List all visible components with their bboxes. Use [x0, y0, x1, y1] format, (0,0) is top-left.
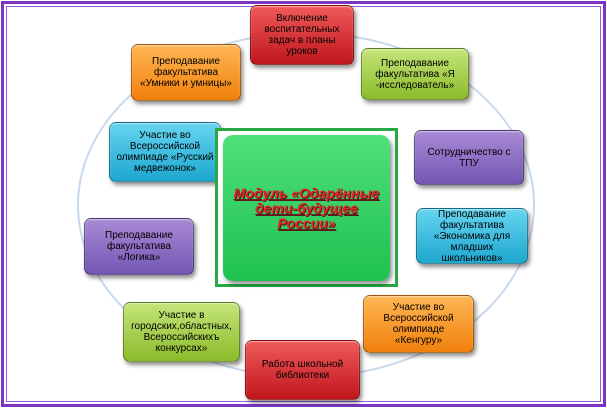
node-lesson-plans-label: Включение воспитательных задач в планы у… — [264, 13, 340, 57]
node-school-library-label: Работа школьной библиотеки — [261, 359, 344, 381]
node-russian-bear-olympiad: Участие во Всероссийской олимпиаде «Русс… — [109, 122, 221, 182]
node-school-library: Работа школьной библиотеки — [245, 340, 360, 400]
node-tpu-cooperation: Сотрудничество с ТПУ — [414, 130, 524, 185]
node-economics-elective: Преподавание факультатива «Экономика для… — [416, 208, 528, 264]
node-logic-elective-label: Преподавание факультатива «Логика» — [105, 230, 173, 263]
center-module-title: Модуль «Одарённые дети-будущее России» — [233, 184, 380, 231]
node-tpu-cooperation-label: Сотрудничество с ТПУ — [427, 146, 511, 169]
node-contests: Участие в городских,областных, Всероссий… — [123, 302, 240, 362]
node-kangaroo-olympiad: Участие во Всероссийской олимпиаде «Кенг… — [363, 295, 474, 353]
node-russian-bear-olympiad-label: Участие во Всероссийской олимпиаде «Русс… — [116, 130, 214, 174]
node-economics-elective-label: Преподавание факультатива «Экономика для… — [433, 208, 511, 264]
node-smart-kids-elective: Преподавание факультатива «Умники и умни… — [131, 44, 241, 101]
node-logic-elective: Преподавание факультатива «Логика» — [84, 218, 194, 275]
node-lesson-plans: Включение воспитательных задач в планы у… — [250, 5, 354, 65]
node-kangaroo-olympiad-label: Участие во Всероссийской олимпиаде «Кенг… — [383, 302, 454, 346]
center-module: Модуль «Одарённые дети-будущее России» — [223, 135, 390, 281]
node-contests-label: Участие в городских,областных, Всероссий… — [131, 310, 232, 354]
node-researcher-elective: Преподавание факультатива «Я -исследоват… — [361, 48, 469, 100]
node-smart-kids-elective-label: Преподавание факультатива «Умники и умни… — [140, 56, 232, 89]
node-researcher-elective-label: Преподавание факультатива «Я -исследоват… — [375, 57, 455, 91]
